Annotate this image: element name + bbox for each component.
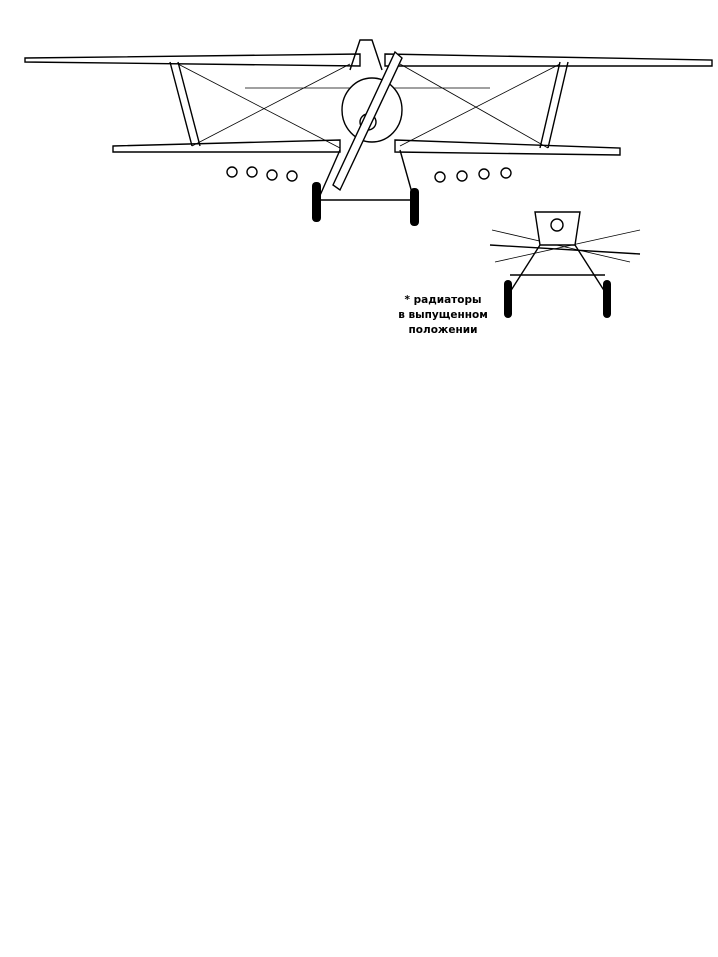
front-view <box>24 39 713 226</box>
annotation-line-1: * радиаторы <box>404 294 482 306</box>
radiator-annotation: * радиаторы в выпущенном положении <box>388 293 498 338</box>
annotation-line-2: в выпущенном <box>398 309 488 321</box>
annotation-line-3: положении <box>408 324 478 336</box>
front-detail-view <box>489 211 641 318</box>
